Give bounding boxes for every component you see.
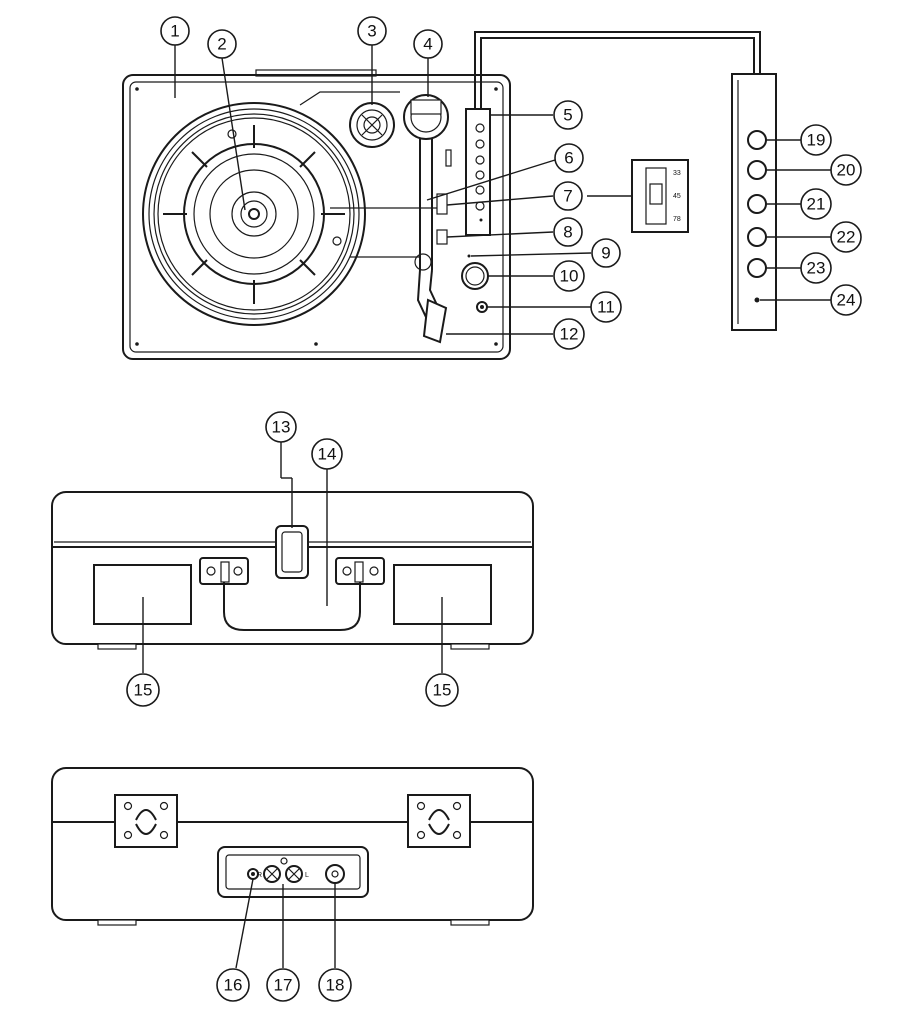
back-view: R L [51, 767, 534, 969]
carry-handle [223, 582, 361, 631]
svg-text:15: 15 [433, 681, 452, 700]
dc-in-jack [325, 864, 345, 884]
callout-24: 24 [830, 284, 862, 316]
svg-text:19: 19 [807, 131, 826, 150]
callout-12: 12 [553, 318, 585, 350]
adapter-holder [349, 102, 395, 148]
svg-text:12: 12 [560, 325, 579, 344]
screw-icon [135, 342, 139, 346]
screw-icon [314, 342, 318, 346]
rca-l-jack [285, 865, 303, 883]
callout-15-left: 15 [126, 673, 160, 707]
screw-icon [135, 87, 139, 91]
svg-text:21: 21 [807, 195, 826, 214]
svg-text:1: 1 [170, 22, 179, 41]
panel-link-line [474, 31, 761, 110]
svg-text:11: 11 [597, 298, 615, 317]
platter [142, 102, 366, 326]
speed-switch-detail: 33 45 78 [631, 159, 689, 233]
headshell [422, 298, 448, 344]
speed-selector-switch [436, 193, 448, 215]
latch [275, 525, 309, 579]
foot [450, 643, 490, 650]
platter-outer-ring [142, 102, 366, 326]
hinge-right [407, 794, 471, 848]
svg-text:3: 3 [367, 22, 376, 41]
callout-10: 10 [553, 260, 585, 292]
svg-text:23: 23 [807, 259, 826, 278]
svg-text:7: 7 [563, 187, 572, 206]
svg-text:4: 4 [423, 35, 432, 54]
screw-icon [494, 342, 498, 346]
svg-text:10: 10 [560, 267, 579, 286]
l-label: L [305, 872, 309, 879]
callout-18: 18 [318, 968, 352, 1002]
spindle [248, 208, 260, 220]
rear-io-panel: R L [217, 846, 369, 898]
tonearm [403, 94, 449, 344]
callout-7: 7 [553, 181, 583, 211]
callout-13: 13 [265, 411, 297, 443]
callout-15-right: 15 [425, 673, 459, 707]
top-view: 33 45 78 [122, 31, 831, 360]
tonearm-rest [414, 253, 432, 271]
tonearm-counterweight [403, 94, 449, 140]
foot [450, 919, 490, 926]
svg-text:9: 9 [601, 244, 610, 263]
foot [97, 643, 137, 650]
callout-4: 4 [413, 29, 443, 59]
svg-text:5: 5 [563, 106, 572, 125]
callout-5: 5 [553, 100, 583, 130]
r-label: R [257, 872, 262, 879]
callout-3: 3 [357, 16, 387, 46]
svg-text:16: 16 [224, 976, 243, 995]
svg-text:14: 14 [318, 445, 337, 464]
callout-16: 16 [216, 968, 250, 1002]
callout-21: 21 [800, 188, 832, 220]
callouts: 1 2 3 4 5 6 7 8 9 10 11 12 13 14 15 15 1… [126, 16, 862, 1002]
svg-text:18: 18 [326, 976, 345, 995]
callout-6: 6 [554, 143, 584, 173]
auto-stop-switch [436, 229, 448, 245]
callout-8: 8 [553, 217, 583, 247]
front-view [51, 442, 534, 673]
svg-text:22: 22 [837, 228, 856, 247]
side-panel [731, 73, 777, 331]
svg-text:6: 6 [564, 149, 573, 168]
svg-text:20: 20 [837, 161, 856, 180]
svg-text:2: 2 [217, 35, 226, 54]
speed-45-label: 45 [673, 193, 681, 200]
svg-text:13: 13 [272, 418, 291, 437]
callout-11: 11 [590, 291, 622, 323]
svg-text:8: 8 [563, 223, 572, 242]
callout-14: 14 [311, 438, 343, 470]
callout-1: 1 [160, 16, 190, 46]
speed-33-label: 33 [673, 170, 681, 177]
hinge-left [114, 794, 178, 848]
case-inner-outline [129, 81, 504, 353]
svg-text:17: 17 [274, 976, 293, 995]
screw-icon [494, 87, 498, 91]
back-case-outline [51, 767, 534, 921]
platter-edge-line [299, 91, 400, 106]
callout-22: 22 [830, 221, 862, 253]
callout-2: 2 [207, 29, 237, 59]
svg-text:15: 15 [134, 681, 153, 700]
speed-78-label: 78 [673, 216, 681, 223]
foot [97, 919, 137, 926]
svg-text:24: 24 [837, 291, 856, 310]
spindle-adapter [231, 191, 277, 237]
callout-23: 23 [800, 252, 832, 284]
callout-20: 20 [830, 154, 862, 186]
rca-r-jack [263, 865, 281, 883]
case-outline [122, 74, 511, 360]
callout-9: 9 [591, 238, 621, 268]
callout-19: 19 [800, 124, 832, 156]
callout-17: 17 [266, 968, 300, 1002]
